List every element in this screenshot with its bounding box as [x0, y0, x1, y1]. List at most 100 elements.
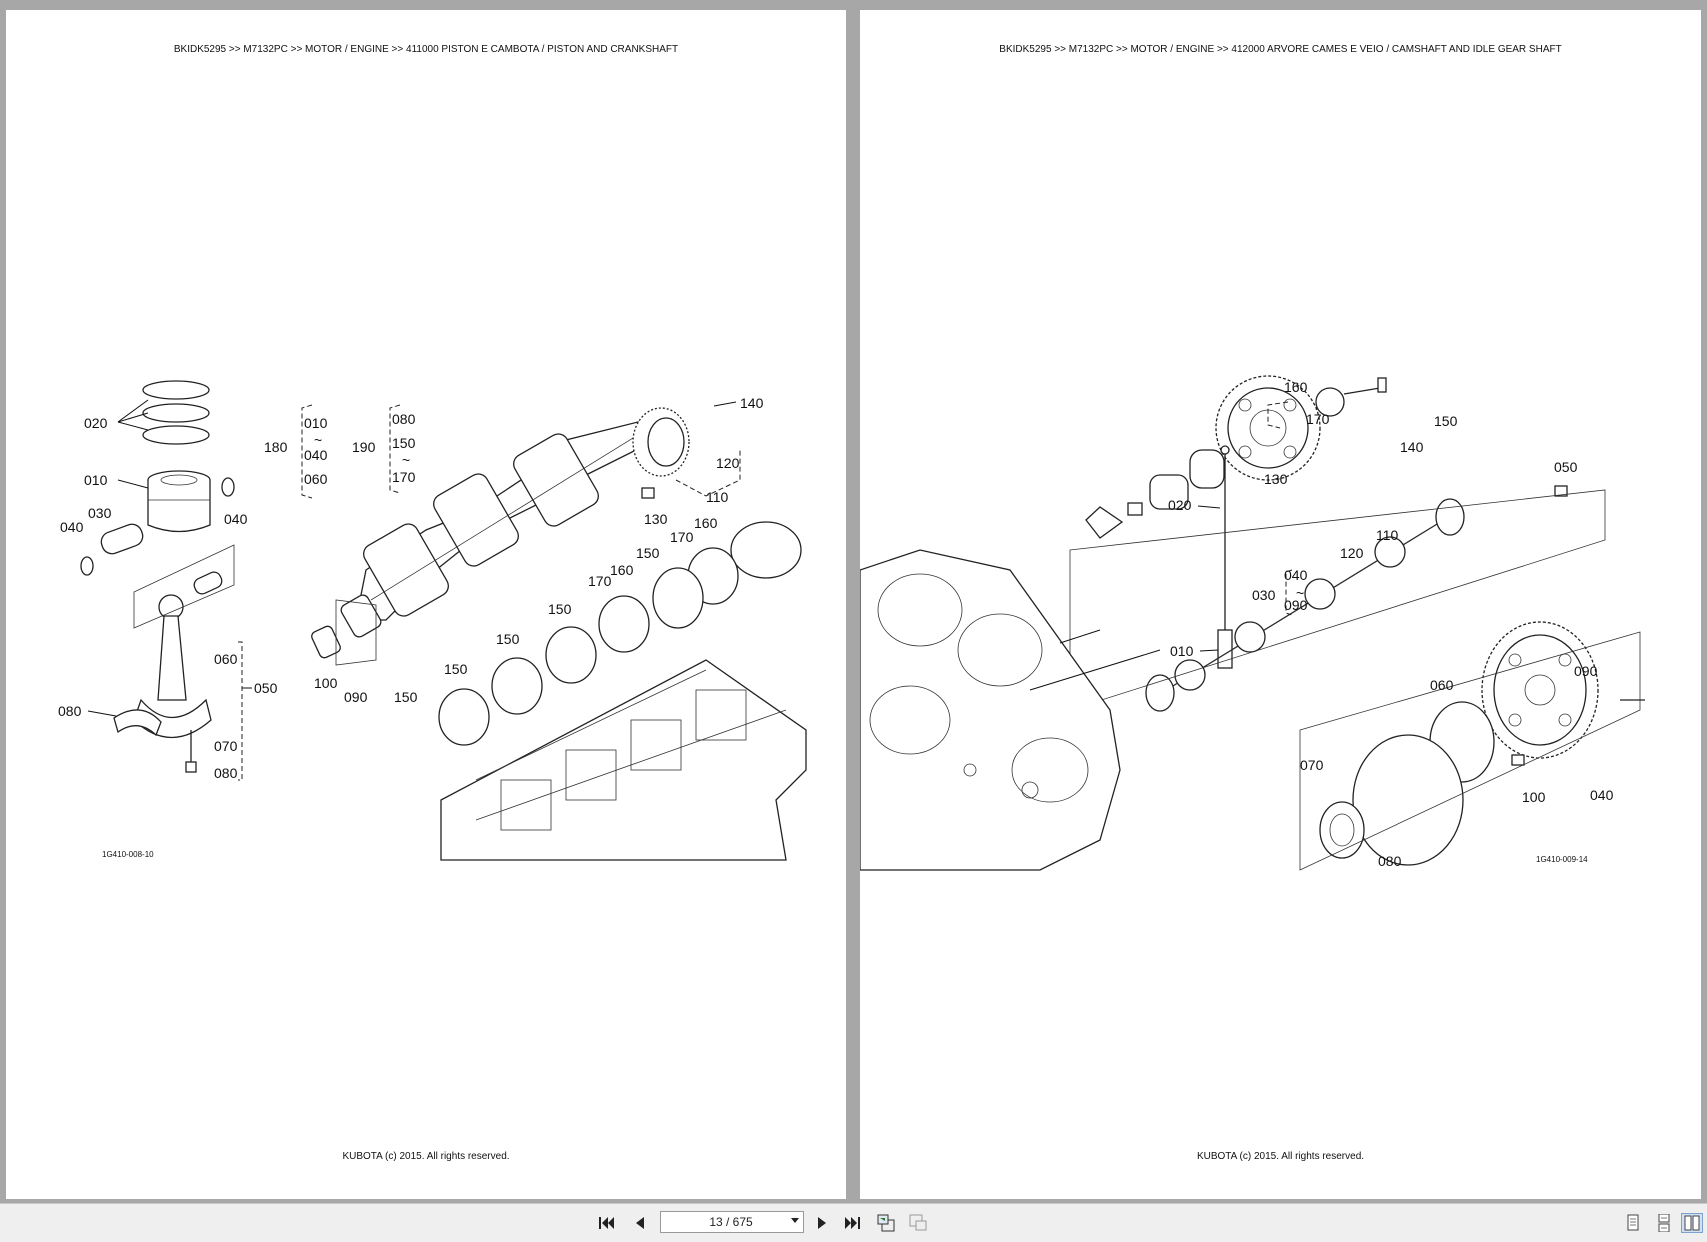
page-footer-copyright: KUBOTA (c) 2015. All rights reserved.: [1196, 1151, 1365, 1162]
callout-150: 150: [394, 689, 418, 705]
callout-080: 080: [214, 765, 238, 781]
callout-080: 080: [1378, 853, 1402, 869]
callout-190-item: 150: [392, 435, 416, 451]
page-header-breadcrumb: BKIDK5295 >> M7132PC >> MOTOR / ENGINE >…: [173, 44, 679, 55]
page-header-breadcrumb: BKIDK5295 >> M7132PC >> MOTOR / ENGINE >…: [999, 44, 1562, 55]
snap-ring-part: [80, 556, 94, 576]
push-rod-part: [1217, 445, 1233, 669]
callout-170: 170: [670, 529, 694, 545]
callout-060: 060: [214, 651, 238, 667]
kit-bracket-190: 190 080 150 ~ 170: [352, 404, 416, 494]
callout-030-item: 090: [1284, 597, 1308, 613]
callout-090: 090: [1574, 663, 1598, 679]
callout-170: 170: [588, 573, 612, 589]
figure-id: 1G410-008-10: [102, 850, 154, 859]
engine-block-part: [860, 549, 1121, 871]
callout-180: 180: [264, 439, 288, 455]
idle-gear-part: [1215, 375, 1321, 481]
previous-page-icon[interactable]: [629, 1213, 651, 1233]
callout-050: 050: [254, 680, 278, 696]
callout-100: 100: [1522, 789, 1546, 805]
callout-160: 160: [610, 562, 634, 578]
callout-150: 150: [496, 631, 520, 647]
callout-010: 010: [1170, 643, 1194, 659]
go-forward-icon[interactable]: [907, 1213, 929, 1233]
callouts-right-group: 140 120 110 130 160 170 150 170 160 150 …: [314, 395, 764, 705]
callout-090: 090: [344, 689, 368, 705]
callout-150: 150: [548, 601, 572, 617]
callout-050: 050: [1554, 459, 1578, 475]
thrust-plate-part: [1085, 506, 1124, 539]
gear-case-gasket-part: [1352, 734, 1464, 866]
callout-060: 060: [1430, 677, 1454, 693]
continuous-view-icon[interactable]: [1653, 1213, 1675, 1233]
first-page-icon[interactable]: [596, 1213, 618, 1233]
callout-180-item: 060: [304, 471, 328, 487]
callout-110: 110: [706, 489, 729, 505]
callout-150: 150: [1434, 413, 1458, 429]
document-page-left: BKIDK5295 >> M7132PC >> MOTOR / ENGINE >…: [6, 10, 846, 1199]
callout-140: 140: [1400, 439, 1424, 455]
camshaft-gear-part: [1481, 621, 1599, 759]
callout-170: 170: [1306, 411, 1330, 427]
callout-190-item: 170: [392, 469, 416, 485]
callout-110: 110: [1376, 527, 1399, 543]
callout-040: 040: [1590, 787, 1614, 803]
callouts-left-group: 020 010 030 040 040 060 050 080 070 080: [58, 399, 278, 781]
figure-id: 1G410-009-14: [1536, 855, 1588, 864]
crankshaft-gear-part: [632, 407, 690, 477]
document-page-right: BKIDK5295 >> M7132PC >> MOTOR / ENGINE >…: [860, 10, 1701, 1199]
callout-190: 190: [352, 439, 376, 455]
callout-070: 070: [214, 738, 238, 754]
callout-190-item: 080: [392, 411, 416, 427]
svg-text:~: ~: [314, 432, 322, 448]
main-bearings-part: [438, 521, 802, 746]
chevron-down-icon[interactable]: [791, 1218, 799, 1223]
callout-160: 160: [694, 515, 718, 531]
callout-040: 040: [60, 519, 84, 535]
svg-text:~: ~: [402, 452, 410, 468]
crankshaft-part: [340, 419, 657, 638]
callout-010: 010: [84, 472, 108, 488]
piston-pin-part: [100, 523, 144, 555]
next-page-icon[interactable]: [811, 1213, 833, 1233]
page-footer-copyright: KUBOTA (c) 2015. All rights reserved.: [342, 1151, 510, 1162]
callout-140: 140: [740, 395, 764, 411]
callout-100: 100: [314, 675, 338, 691]
piston-part: [147, 470, 211, 533]
page-number-field[interactable]: [660, 1211, 804, 1233]
callout-120: 120: [1340, 545, 1364, 561]
callout-150: 150: [636, 545, 660, 561]
callout-030-item: 040: [1284, 567, 1308, 583]
kit-bracket-180: 180 010 ~ 040 060: [264, 404, 328, 499]
single-page-view-icon[interactable]: [1622, 1213, 1644, 1233]
idle-gear-shaft-part: [1149, 474, 1189, 510]
callout-180-item: 040: [304, 447, 328, 463]
viewer-toolbar: [0, 1203, 1707, 1242]
callout-120: 120: [716, 455, 740, 471]
callout-040: 040: [224, 511, 248, 527]
last-page-icon[interactable]: [841, 1213, 863, 1233]
gear-plate-part: [1315, 387, 1345, 417]
callout-070: 070: [1300, 757, 1324, 773]
callout-020: 020: [1168, 497, 1192, 513]
callout-080: 080: [58, 703, 82, 719]
piston-rings-part: [142, 380, 210, 445]
callout-030: 030: [1252, 587, 1276, 603]
two-page-view-icon[interactable]: [1681, 1213, 1703, 1233]
go-back-icon[interactable]: [875, 1213, 897, 1233]
callout-030: 030: [88, 505, 112, 521]
svg-text:~: ~: [1296, 585, 1304, 601]
callout-130: 130: [644, 511, 668, 527]
oil-seal-part: [1319, 801, 1365, 859]
connecting-rod-part: [133, 594, 212, 773]
callout-020: 020: [84, 415, 108, 431]
piston-crankshaft-diagram: 020 010 030 040 040 060 050 080 070 080 …: [58, 380, 807, 861]
page-number-input[interactable]: [661, 1212, 791, 1232]
callout-130: 130: [1264, 471, 1288, 487]
callout-150: 150: [444, 661, 468, 677]
camshaft-idle-gear-diagram: 160 170 140 150 050 020 130 110 120 030 …: [860, 375, 1645, 871]
callouts-group: 160 170 140 150 050 020 130 110 120 030 …: [1168, 379, 1614, 869]
callout-180-item: 010: [304, 415, 328, 431]
callout-160: 160: [1284, 379, 1308, 395]
